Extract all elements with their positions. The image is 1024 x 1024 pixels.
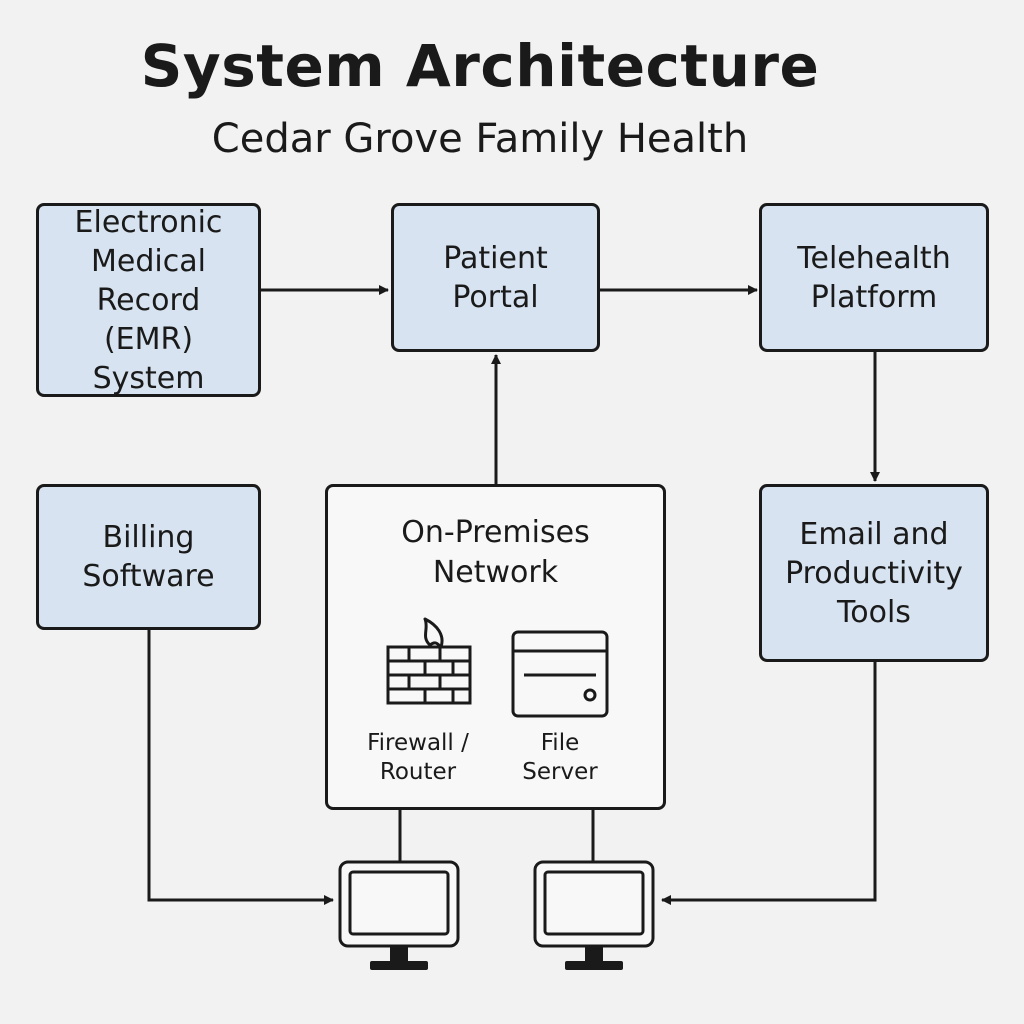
patient-portal-label: Patient Portal: [443, 240, 548, 315]
arrow-email-to-workstation: [661, 662, 877, 905]
email-productivity-label: Email and Productivity Tools: [785, 516, 963, 630]
file-server-icon: [511, 630, 609, 718]
email-productivity-box: Email and Productivity Tools: [759, 484, 989, 662]
file-server-label: File Server: [522, 730, 598, 785]
emr-system-box: Electronic Medical Record (EMR) System: [36, 203, 261, 397]
billing-software-box: Billing Software: [36, 484, 261, 630]
diagram-title: System Architecture: [140, 32, 820, 100]
arrow-billing-to-workstation: [147, 630, 334, 905]
workstation-icon: [533, 860, 655, 970]
diagram-subtitle: Cedar Grove Family Health: [211, 116, 749, 162]
firewall-router-label: Firewall / Router: [367, 730, 469, 785]
patient-portal-box: Patient Portal: [391, 203, 600, 352]
on-premises-network-label: On-Premises Network: [401, 515, 590, 590]
telehealth-platform-box: Telehealth Platform: [759, 203, 989, 352]
on-premises-network-box: On-Premises Network Firewall / Router Fi…: [325, 484, 666, 810]
telehealth-platform-label: Telehealth Platform: [797, 240, 951, 315]
billing-software-label: Billing Software: [82, 520, 215, 594]
workstation-icon: [338, 860, 460, 970]
emr-system-label: Electronic Medical Record (EMR) System: [74, 204, 223, 396]
firewall-icon: [386, 617, 472, 705]
